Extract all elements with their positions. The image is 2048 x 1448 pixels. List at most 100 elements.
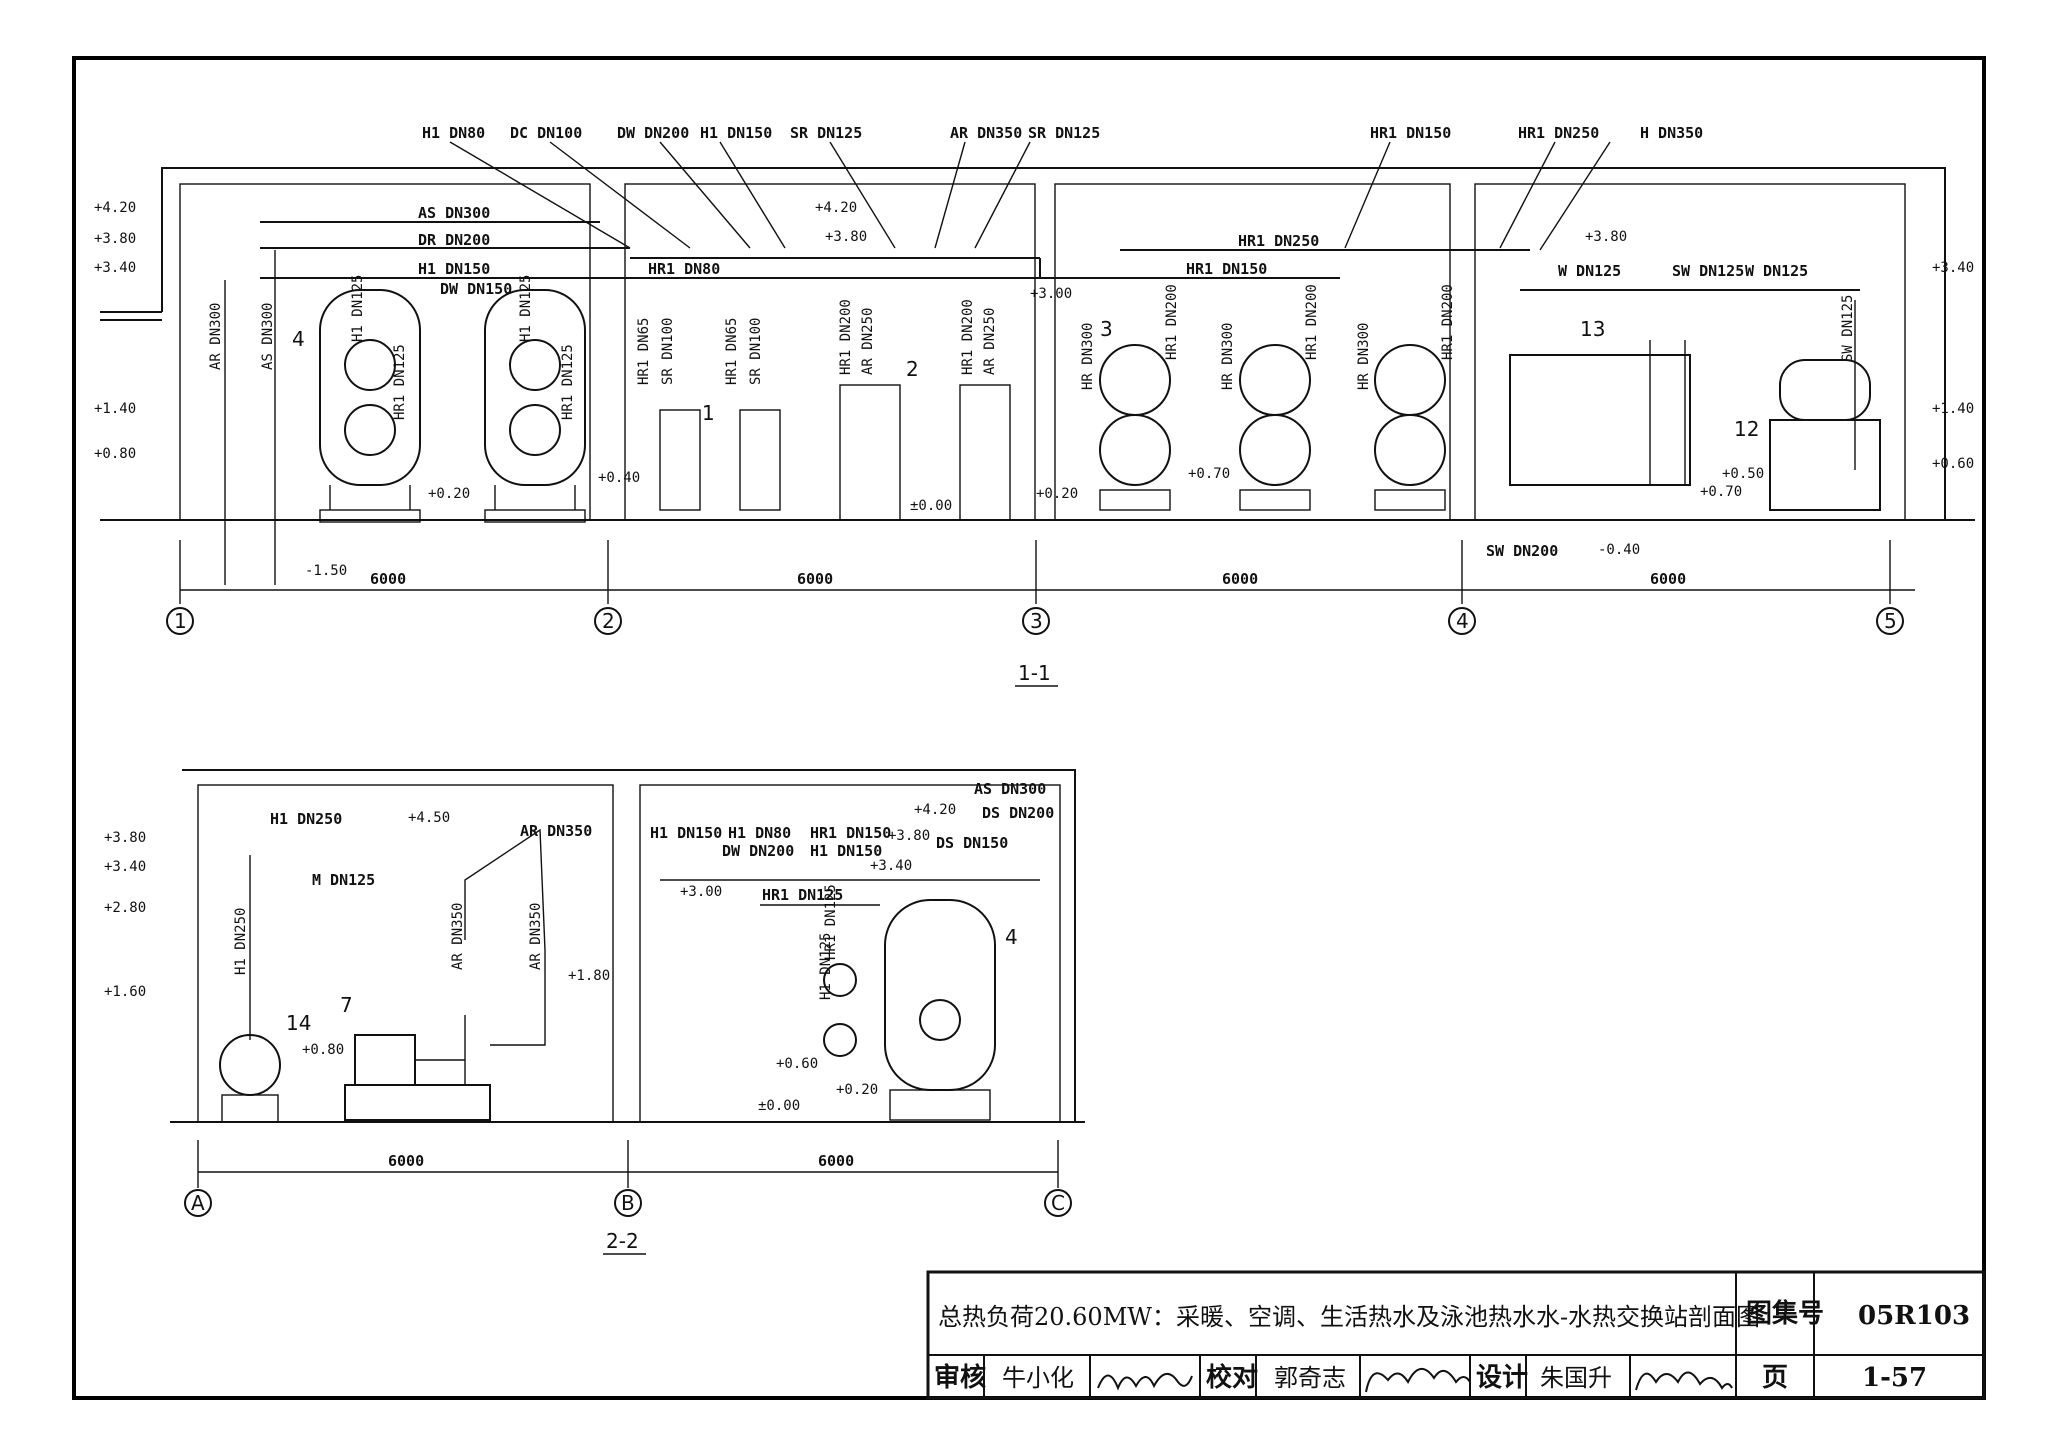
drawing-title: 总热负荷20.60MW：采暖、空调、生活热水及泳池热水水-水热交换站剖面图	[938, 1303, 1760, 1331]
plate-exchanger-group	[1099, 344, 1446, 511]
design-label: 设计	[1476, 1363, 1528, 1393]
atlas-label: 图集号	[1746, 1298, 1824, 1329]
svg-text:HR1 DN150: HR1 DN150	[810, 824, 891, 842]
axis-label: A	[191, 1191, 205, 1215]
water-tank-13	[1509, 354, 1691, 486]
svg-text:HR1 DN200: HR1 DN200	[1164, 284, 1180, 360]
page-number: 1-57	[1862, 1363, 1927, 1393]
svg-text:+0.80: +0.80	[302, 1042, 344, 1058]
svg-text:+3.80: +3.80	[825, 229, 867, 245]
svg-text:+3.40: +3.40	[104, 859, 146, 875]
svg-text:+0.80: +0.80	[94, 446, 136, 462]
pump-7-base	[344, 1084, 491, 1121]
pump-14-base	[221, 1094, 279, 1123]
span-dimension: 6000	[797, 570, 833, 588]
svg-text:HR1 DN200: HR1 DN200	[1304, 284, 1320, 360]
roof-outline-2	[182, 769, 1076, 1122]
heat-exchanger-tank	[319, 289, 421, 486]
svg-text:+4.20: +4.20	[815, 200, 857, 216]
svg-text:3: 3	[1100, 317, 1113, 341]
svg-text:SR DN100: SR DN100	[660, 318, 676, 385]
motor-7	[354, 1034, 416, 1086]
svg-text:DS DN150: DS DN150	[936, 834, 1008, 852]
svg-text:H1 DN80: H1 DN80	[728, 824, 791, 842]
svg-text:+1.40: +1.40	[94, 401, 136, 417]
svg-text:AR DN250: AR DN250	[982, 308, 998, 375]
axis-label: 3	[1030, 609, 1043, 633]
svg-text:-0.40: -0.40	[1598, 542, 1640, 558]
svg-text:AR DN300: AR DN300	[208, 303, 224, 370]
tank-base	[484, 509, 586, 523]
room-4	[1474, 183, 1906, 521]
leader-lines	[449, 141, 1611, 251]
svg-text:HR1 DN125: HR1 DN125	[823, 884, 839, 960]
axis-markers-2-2	[184, 1140, 1072, 1217]
review-label: 审核	[934, 1362, 986, 1393]
svg-text:M DN125: M DN125	[312, 871, 375, 889]
svg-text:AR DN350: AR DN350	[450, 903, 466, 970]
storage-tank-4	[884, 899, 996, 1091]
section-2-2: A B C 6000 6000 H1 DN250 M DN125 AR DN35…	[104, 769, 1085, 1255]
svg-text:+4.20: +4.20	[94, 200, 136, 216]
pipe-label: W DN125	[1558, 262, 1621, 280]
pipe-label: SW DN125	[1672, 262, 1744, 280]
pipe-label: W DN125	[1745, 262, 1808, 280]
svg-text:+0.20: +0.20	[836, 1082, 878, 1098]
svg-text:12: 12	[1734, 417, 1759, 441]
svg-text:SW DN125: SW DN125	[1840, 295, 1856, 362]
svg-text:14: 14	[286, 1011, 311, 1035]
section-1-1: 1 2 3 4 5 6000 6000 6000 6000 H1 DN80 DC…	[94, 124, 1975, 687]
axis-label: C	[1051, 1191, 1065, 1215]
svg-text:2: 2	[906, 357, 919, 381]
heat-exchanger-tank	[484, 289, 586, 486]
exchanger-element	[823, 1023, 857, 1057]
svg-text:+4.50: +4.50	[408, 810, 450, 826]
equipment-2	[839, 384, 901, 521]
svg-text:HR DN300: HR DN300	[1220, 323, 1236, 390]
pipe-label: HR1 DN80	[648, 260, 720, 278]
tank-port	[509, 404, 561, 456]
svg-text:AS DN300: AS DN300	[260, 303, 276, 370]
room-b	[639, 784, 1061, 1123]
svg-text:+0.60: +0.60	[776, 1056, 818, 1072]
svg-text:4: 4	[292, 327, 305, 351]
tank-port	[344, 404, 396, 456]
svg-text:4: 4	[1005, 925, 1018, 949]
svg-text:DS DN200: DS DN200	[982, 804, 1054, 822]
svg-text:H1 DN150: H1 DN150	[810, 842, 882, 860]
pipe-label: H1 DN80	[422, 124, 485, 142]
svg-text:±0.00: ±0.00	[910, 498, 952, 514]
pipe-label: HR1 DN150	[1370, 124, 1451, 142]
axis-label: 1	[174, 609, 187, 633]
pipe-label: HR1 DN150	[1186, 260, 1267, 278]
section-title-1-1: 1-1	[1018, 661, 1051, 685]
svg-text:AR DN350: AR DN350	[520, 822, 592, 840]
span-dimension: 6000	[370, 570, 406, 588]
svg-text:HR1 DN65: HR1 DN65	[724, 318, 740, 385]
axis-markers-1-1	[166, 540, 1904, 635]
pipe-label: SW DN200	[1486, 542, 1558, 560]
unit-12-top	[1779, 359, 1871, 421]
pump-14	[219, 1034, 281, 1096]
designer-name: 朱国升	[1540, 1364, 1612, 1392]
pipe-ar	[464, 828, 546, 1046]
tank-port	[344, 339, 396, 391]
span-dimension: 6000	[1222, 570, 1258, 588]
pipe-label: H DN350	[1640, 124, 1703, 142]
span-dimension: 6000	[388, 1152, 424, 1170]
svg-text:HR1 DN125: HR1 DN125	[560, 344, 576, 420]
check-label: 校对	[1206, 1362, 1258, 1393]
designer-signature	[1635, 1371, 1733, 1391]
pipe-label: HR1 DN250	[1238, 232, 1319, 250]
axis-label: 2	[602, 609, 615, 633]
svg-text:HR DN300: HR DN300	[1080, 323, 1096, 390]
pipe-label: AS DN300	[418, 204, 490, 222]
room-a	[197, 784, 614, 1123]
axis-label: 5	[1884, 609, 1897, 633]
elevation-marks-1-1: +4.20 +3.80 +3.40 +1.40 +0.80 +3.40 +1.4…	[94, 200, 1974, 579]
svg-text:±0.00: ±0.00	[758, 1098, 800, 1114]
span-dimension: 6000	[1650, 570, 1686, 588]
svg-text:+4.20: +4.20	[914, 802, 956, 818]
checker-name: 郭奇志	[1274, 1364, 1346, 1392]
svg-text:1: 1	[702, 401, 715, 425]
